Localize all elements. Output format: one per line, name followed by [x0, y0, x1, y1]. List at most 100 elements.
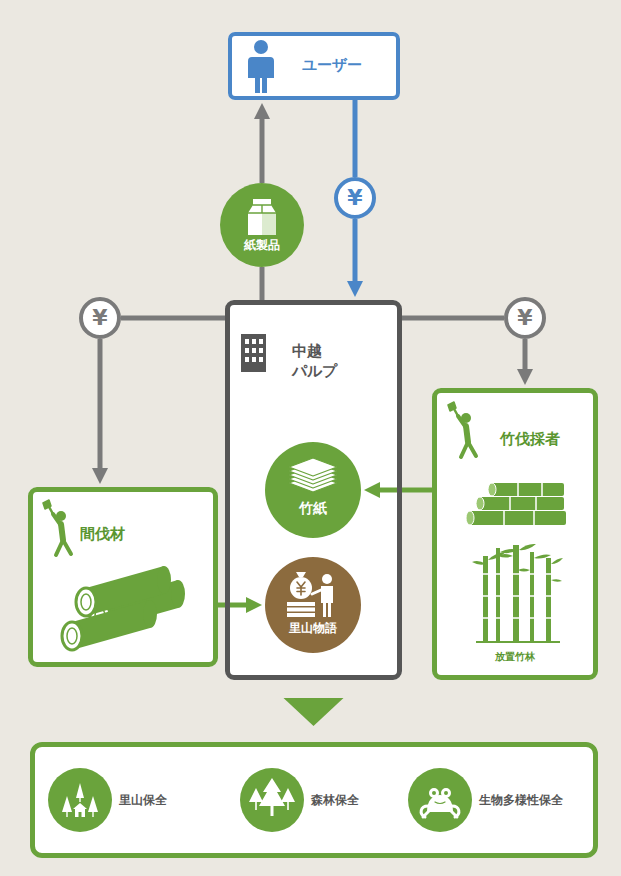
icon-part [73, 803, 87, 817]
circle-fill [265, 557, 361, 653]
icon-part [312, 590, 321, 594]
box-heading: 竹伐採者 [500, 429, 593, 449]
product-circle: 紙製品 [220, 183, 304, 267]
icon-part [290, 577, 312, 599]
illustration-part [472, 561, 486, 565]
illustration-part [259, 339, 263, 344]
illustration-part [530, 552, 534, 642]
illustration-part [228, 32, 400, 100]
illustration-part [480, 574, 556, 618]
icon-part [421, 806, 459, 817]
illustration-part [157, 566, 171, 594]
icon-part [296, 572, 306, 577]
circle-shape [265, 442, 361, 538]
flow-arrow [260, 113, 265, 183]
illustration-part [472, 544, 563, 582]
illustration-part [245, 339, 249, 344]
company-box: 中越 パルプ竹紙里山物語 [225, 300, 402, 680]
illustration-part [546, 558, 551, 642]
illustration-part [519, 544, 536, 550]
icon-part [289, 458, 337, 476]
flow-arrow [353, 219, 358, 287]
bamboo-paper-circle: 竹紙 [265, 442, 361, 538]
illustration-part [534, 554, 551, 558]
icon-part [321, 586, 333, 617]
bamboo-logs [466, 483, 566, 525]
illustration-part [518, 569, 530, 572]
illustration-part [496, 548, 500, 642]
illustration-part [28, 487, 218, 667]
flow-arrow [98, 339, 103, 474]
flow-arrow [402, 316, 504, 321]
node-label: 間伐材 [80, 524, 213, 544]
illustration-part [488, 483, 496, 496]
flow-arrow [284, 698, 344, 726]
node-label: 中越 パルプ [292, 341, 340, 382]
bamboo-grove [472, 544, 563, 642]
node-label: 森林保全 [311, 792, 359, 808]
illustration-part [252, 339, 256, 344]
illustration-part [143, 600, 157, 628]
illustration-part [466, 511, 474, 525]
yen-badge: ¥ [334, 177, 376, 219]
illustration-part [498, 554, 513, 558]
illustration-part [551, 579, 562, 582]
icon-part [427, 795, 453, 812]
circle-fill [265, 442, 361, 538]
icon-part [429, 788, 451, 798]
flow-arrow [353, 100, 358, 177]
illustration-part [67, 628, 77, 644]
illustration-part [30, 742, 598, 858]
circle-shape [220, 183, 304, 267]
illustration-part [245, 348, 249, 353]
node-label: 生物多様性保全 [479, 792, 563, 808]
illustration-part [252, 357, 256, 362]
timber-logs [62, 566, 185, 650]
icon-part [297, 582, 305, 595]
node-label: ¥ [504, 297, 546, 339]
node-label: 紙製品 [220, 238, 304, 252]
company-building-icon [241, 334, 266, 372]
user-box: ユーザー [228, 32, 400, 100]
illustration-part [171, 580, 185, 608]
icon-part [287, 602, 315, 617]
illustration-part [259, 348, 263, 353]
icon-part [66, 798, 93, 817]
thinning-cutter-icon [43, 500, 71, 555]
user-icon [248, 40, 274, 93]
circle-shape [240, 768, 304, 832]
illustration-part [504, 483, 542, 525]
flow-arrow [260, 267, 265, 300]
illustration-part [432, 388, 598, 680]
node-label: ユーザー [302, 56, 362, 76]
icon-part [248, 199, 276, 235]
icon-part [432, 791, 448, 795]
illustration-part [245, 339, 263, 362]
illustration-part [551, 558, 563, 564]
icon-part [249, 778, 295, 806]
illustration-part [483, 545, 551, 642]
illustration-part [81, 594, 91, 610]
outcome-panel: 里山保全森林保全生物多様性保全 [30, 742, 598, 858]
flow-arrow [218, 603, 252, 608]
icon-part [255, 802, 289, 816]
circle-shape [408, 768, 472, 832]
flow-arrow [374, 488, 432, 493]
illustration-part [245, 357, 249, 362]
circle-fill [240, 768, 304, 832]
illustration-part [252, 348, 256, 353]
flow-arrow [523, 339, 528, 375]
circle-fill [48, 768, 112, 832]
illustration-part [76, 588, 96, 616]
illustration-caption: 放置竹林 [437, 650, 593, 664]
node-label: 竹紙 [265, 500, 361, 517]
bamboo-cutter-box: 竹伐採者放置竹林 [432, 388, 598, 680]
flow-arrow [121, 316, 225, 321]
illustration-part [480, 497, 564, 510]
circle-shape [48, 768, 112, 832]
icon-part [322, 574, 332, 584]
yen-badge: ¥ [504, 297, 546, 339]
illustration-part [86, 566, 164, 616]
